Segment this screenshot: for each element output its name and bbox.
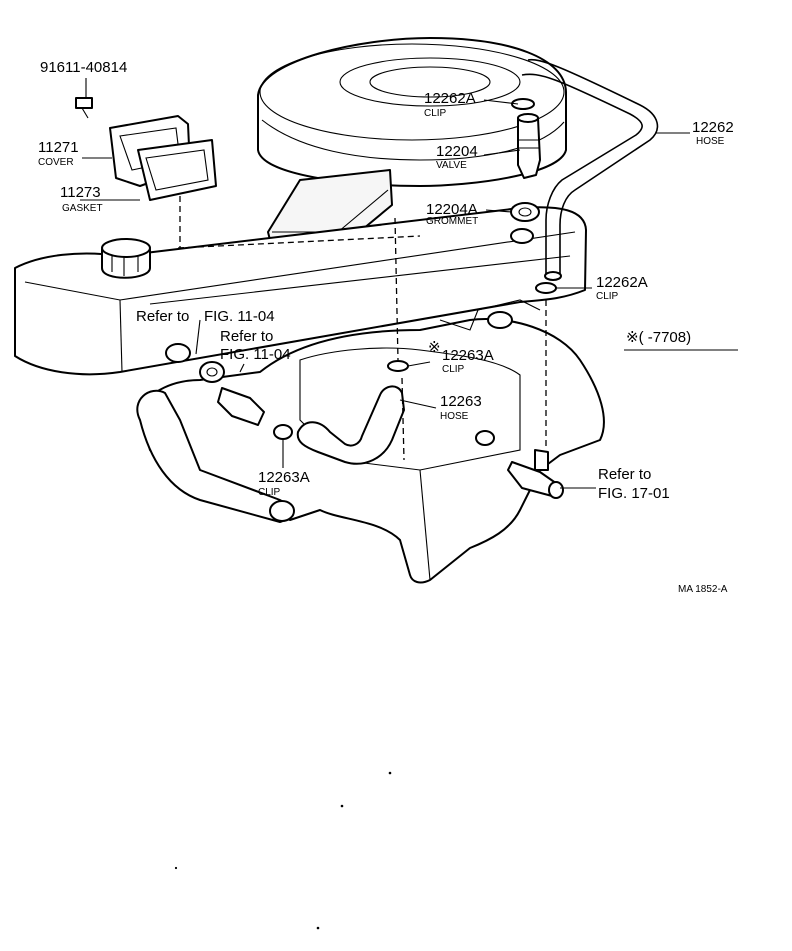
ref3-line2: FIG. 17-01 [598, 485, 670, 502]
label-gasket-number: 11273 [60, 184, 101, 201]
reference-labels: Refer to FIG. 11-04 Refer to FIG. 11-04 … [136, 308, 670, 502]
label-hose-top-number: 12262 [692, 119, 734, 136]
pcv-hose-upper [521, 58, 659, 281]
label-bolt-number: 91611-40814 [40, 59, 127, 76]
label-clip-mid-name: CLIP [442, 364, 465, 375]
label-grommet-number: 12204A [426, 201, 478, 218]
label-hose-bottom-name: HOSE [440, 411, 469, 422]
label-gasket-name: GASKET [62, 203, 103, 214]
ref2-line2: FIG. 11-04 [220, 346, 291, 363]
ref2-line1: Refer to [220, 328, 273, 345]
applicability-note: ※( -7708) [624, 329, 738, 351]
oil-filler-cap [101, 238, 151, 279]
label-valve-number: 12204 [436, 143, 478, 160]
label-clip-mid-number: 12263A [442, 347, 494, 364]
clip-right [535, 282, 557, 294]
ref1-line2: FIG. 11-04 [204, 308, 275, 325]
scan-specks [174, 771, 392, 930]
label-clip-right-name: CLIP [596, 291, 619, 302]
pcv-hose-lower [296, 385, 405, 465]
part-labels: 91611-40814 11271 COVER 11273 GASKET 122… [38, 59, 734, 498]
label-clip-top-number: 12262A [424, 90, 476, 107]
pcv-valve [517, 113, 541, 179]
leader-lines [80, 78, 690, 489]
label-hose-top-name: HOSE [696, 136, 725, 147]
alignment-lines [177, 196, 547, 461]
label-clip-bottom-name: CLIP [258, 487, 281, 498]
clip-middle [387, 360, 409, 372]
label-clip-right-number: 12262A [596, 274, 648, 291]
label-clip-mid-mark: ※ [428, 339, 441, 356]
nipple-right [507, 449, 564, 499]
pcv-fitting-left [199, 361, 265, 426]
manifold-runner [136, 389, 295, 523]
label-hose-bottom-number: 12263 [440, 393, 482, 410]
bolt [75, 97, 93, 119]
grommet [510, 202, 540, 244]
label-cover-name: COVER [38, 157, 74, 168]
clip-upper [511, 98, 535, 110]
label-cover-number: 11271 [38, 139, 79, 156]
label-grommet-name: GROMMET [426, 216, 478, 227]
drawing-code: MA 1852-A [678, 584, 728, 595]
valve-cover [14, 206, 587, 376]
ref1-line1: Refer to [136, 308, 189, 325]
gasket [137, 139, 217, 201]
applicability-note-text: ※( -7708) [626, 329, 691, 346]
clip-lower [273, 424, 293, 440]
ref3-line1: Refer to [598, 466, 651, 483]
label-clip-bottom-number: 12263A [258, 469, 310, 486]
label-valve-name: VALVE [436, 160, 467, 171]
label-clip-top-name: CLIP [424, 108, 447, 119]
